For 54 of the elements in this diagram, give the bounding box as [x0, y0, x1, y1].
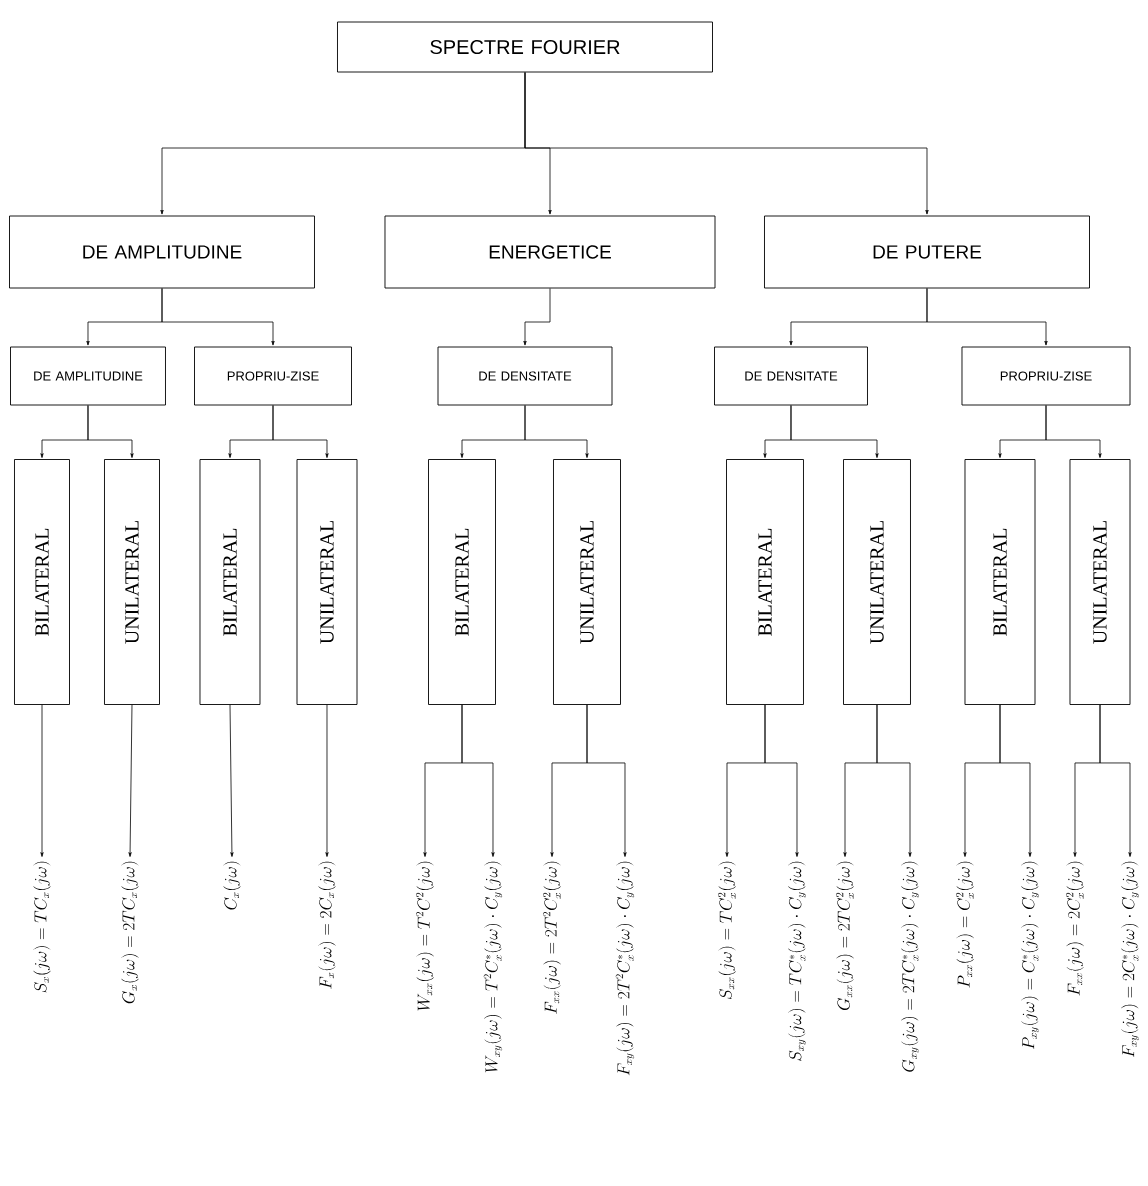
arrow	[1099, 704, 1132, 857]
formula: $F_{x}(j\omega) = 2C_{x}(j\omega)$	[318, 861, 336, 989]
subcategory-box: DE DENSITATE	[714, 346, 868, 406]
title-box: SPECTRE FOURIER	[337, 21, 713, 73]
formula: $C_{x}(j\omega)$	[223, 861, 241, 910]
formula: $W_{xx}(j\omega) = T^{2}C^{2}(j\omega)$	[415, 861, 434, 1011]
arrow	[40, 704, 44, 857]
arrow	[586, 704, 627, 857]
category-box: ENERGETICE	[384, 215, 716, 289]
arrow	[926, 288, 1048, 346]
spectrum-box: BILATERAL	[428, 459, 496, 705]
formula: $G_{xx}(j\omega) = 2T C_{x}^{2}(j\omega)$	[835, 861, 854, 1010]
arrow	[1045, 405, 1102, 458]
arrow	[999, 704, 1032, 857]
spectrum-box: BILATERAL	[964, 459, 1036, 705]
arrow	[876, 704, 912, 857]
formula: $F_{xy}(j\omega) = 2C_{x}^{*}(j\omega)\cdot C_{y}(j\omega)$	[1121, 861, 1139, 1058]
arrow	[161, 288, 275, 346]
arrow	[272, 405, 329, 458]
formula: $F_{xy}(j\omega) = 2T^{2}C_{x}^{*}(j\omega)\cdot C_{y}(j\omega)$	[615, 861, 635, 1076]
formula: $F_{xx}(j\omega) = 2T^{2}C_{x}^{2}(j\omega)$	[542, 861, 561, 1014]
category-box: DE PUTERE	[764, 215, 1090, 289]
arrow	[524, 405, 589, 458]
subcategory-box: DE DENSITATE	[437, 346, 613, 406]
subcategory-box: DE AMPLITUDINE	[10, 346, 166, 406]
spectrum-box: UNILATERAL	[553, 459, 621, 705]
formula: $F_{xx}(j\omega) = 2C_{x}^{2}(j\omega)$	[1065, 861, 1084, 996]
arrow	[764, 704, 799, 857]
spectrum-box: BILATERAL	[199, 459, 261, 705]
spectrum-box: UNILATERAL	[104, 459, 160, 705]
spectrum-box: BILATERAL	[14, 459, 70, 705]
spectrum-box: UNILATERAL	[1069, 459, 1131, 705]
formula: $P_{xy}(j\omega) = C_{x}^{*}(j\omega)\cdot C_{y}(j\omega)$	[1021, 861, 1039, 1050]
subcategory-box: PROPRIU-ZISE	[194, 346, 352, 406]
spectrum-box: UNILATERAL	[843, 459, 911, 705]
arrow	[523, 288, 551, 346]
arrow	[461, 704, 495, 857]
formula: $W_{xy}(j\omega) = T^{2}C_{x}^{*}(j\omega)\cdot C_{y}(j\omega)$	[483, 861, 503, 1073]
category-box: DE AMPLITUDINE	[9, 215, 315, 289]
arrow	[524, 72, 929, 215]
arrow	[87, 405, 134, 458]
formula: $S_{xx}(j\omega) = T C_{x}^{2}(j\omega)$	[717, 861, 736, 1000]
arrow	[229, 704, 234, 857]
subcategory-box: PROPRIU-ZISE	[961, 346, 1131, 406]
formula: $P_{xx}(j\omega) = C_{x}^{2}(j\omega)$	[955, 861, 974, 988]
formula: $S_{x}(j\omega) = T C_{x}(j\omega)$	[33, 861, 51, 993]
spectrum-box: BILATERAL	[726, 459, 804, 705]
formula: $G_{x}(j\omega) = 2T C_{x}(j\omega)$	[121, 861, 139, 1004]
arrow	[128, 704, 133, 857]
formula: $G_{xy}(j\omega) = 2T C_{x}^{*}(j\omega)\cdot C_{y}(j\omega)$	[901, 861, 919, 1072]
arrow	[325, 704, 329, 857]
spectrum-box: UNILATERAL	[296, 459, 358, 705]
arrow	[790, 405, 879, 458]
formula: $S_{xy}(j\omega) = T C_{x}^{*}(j\omega)\cdot C_{y}(j\omega)$	[788, 861, 806, 1061]
